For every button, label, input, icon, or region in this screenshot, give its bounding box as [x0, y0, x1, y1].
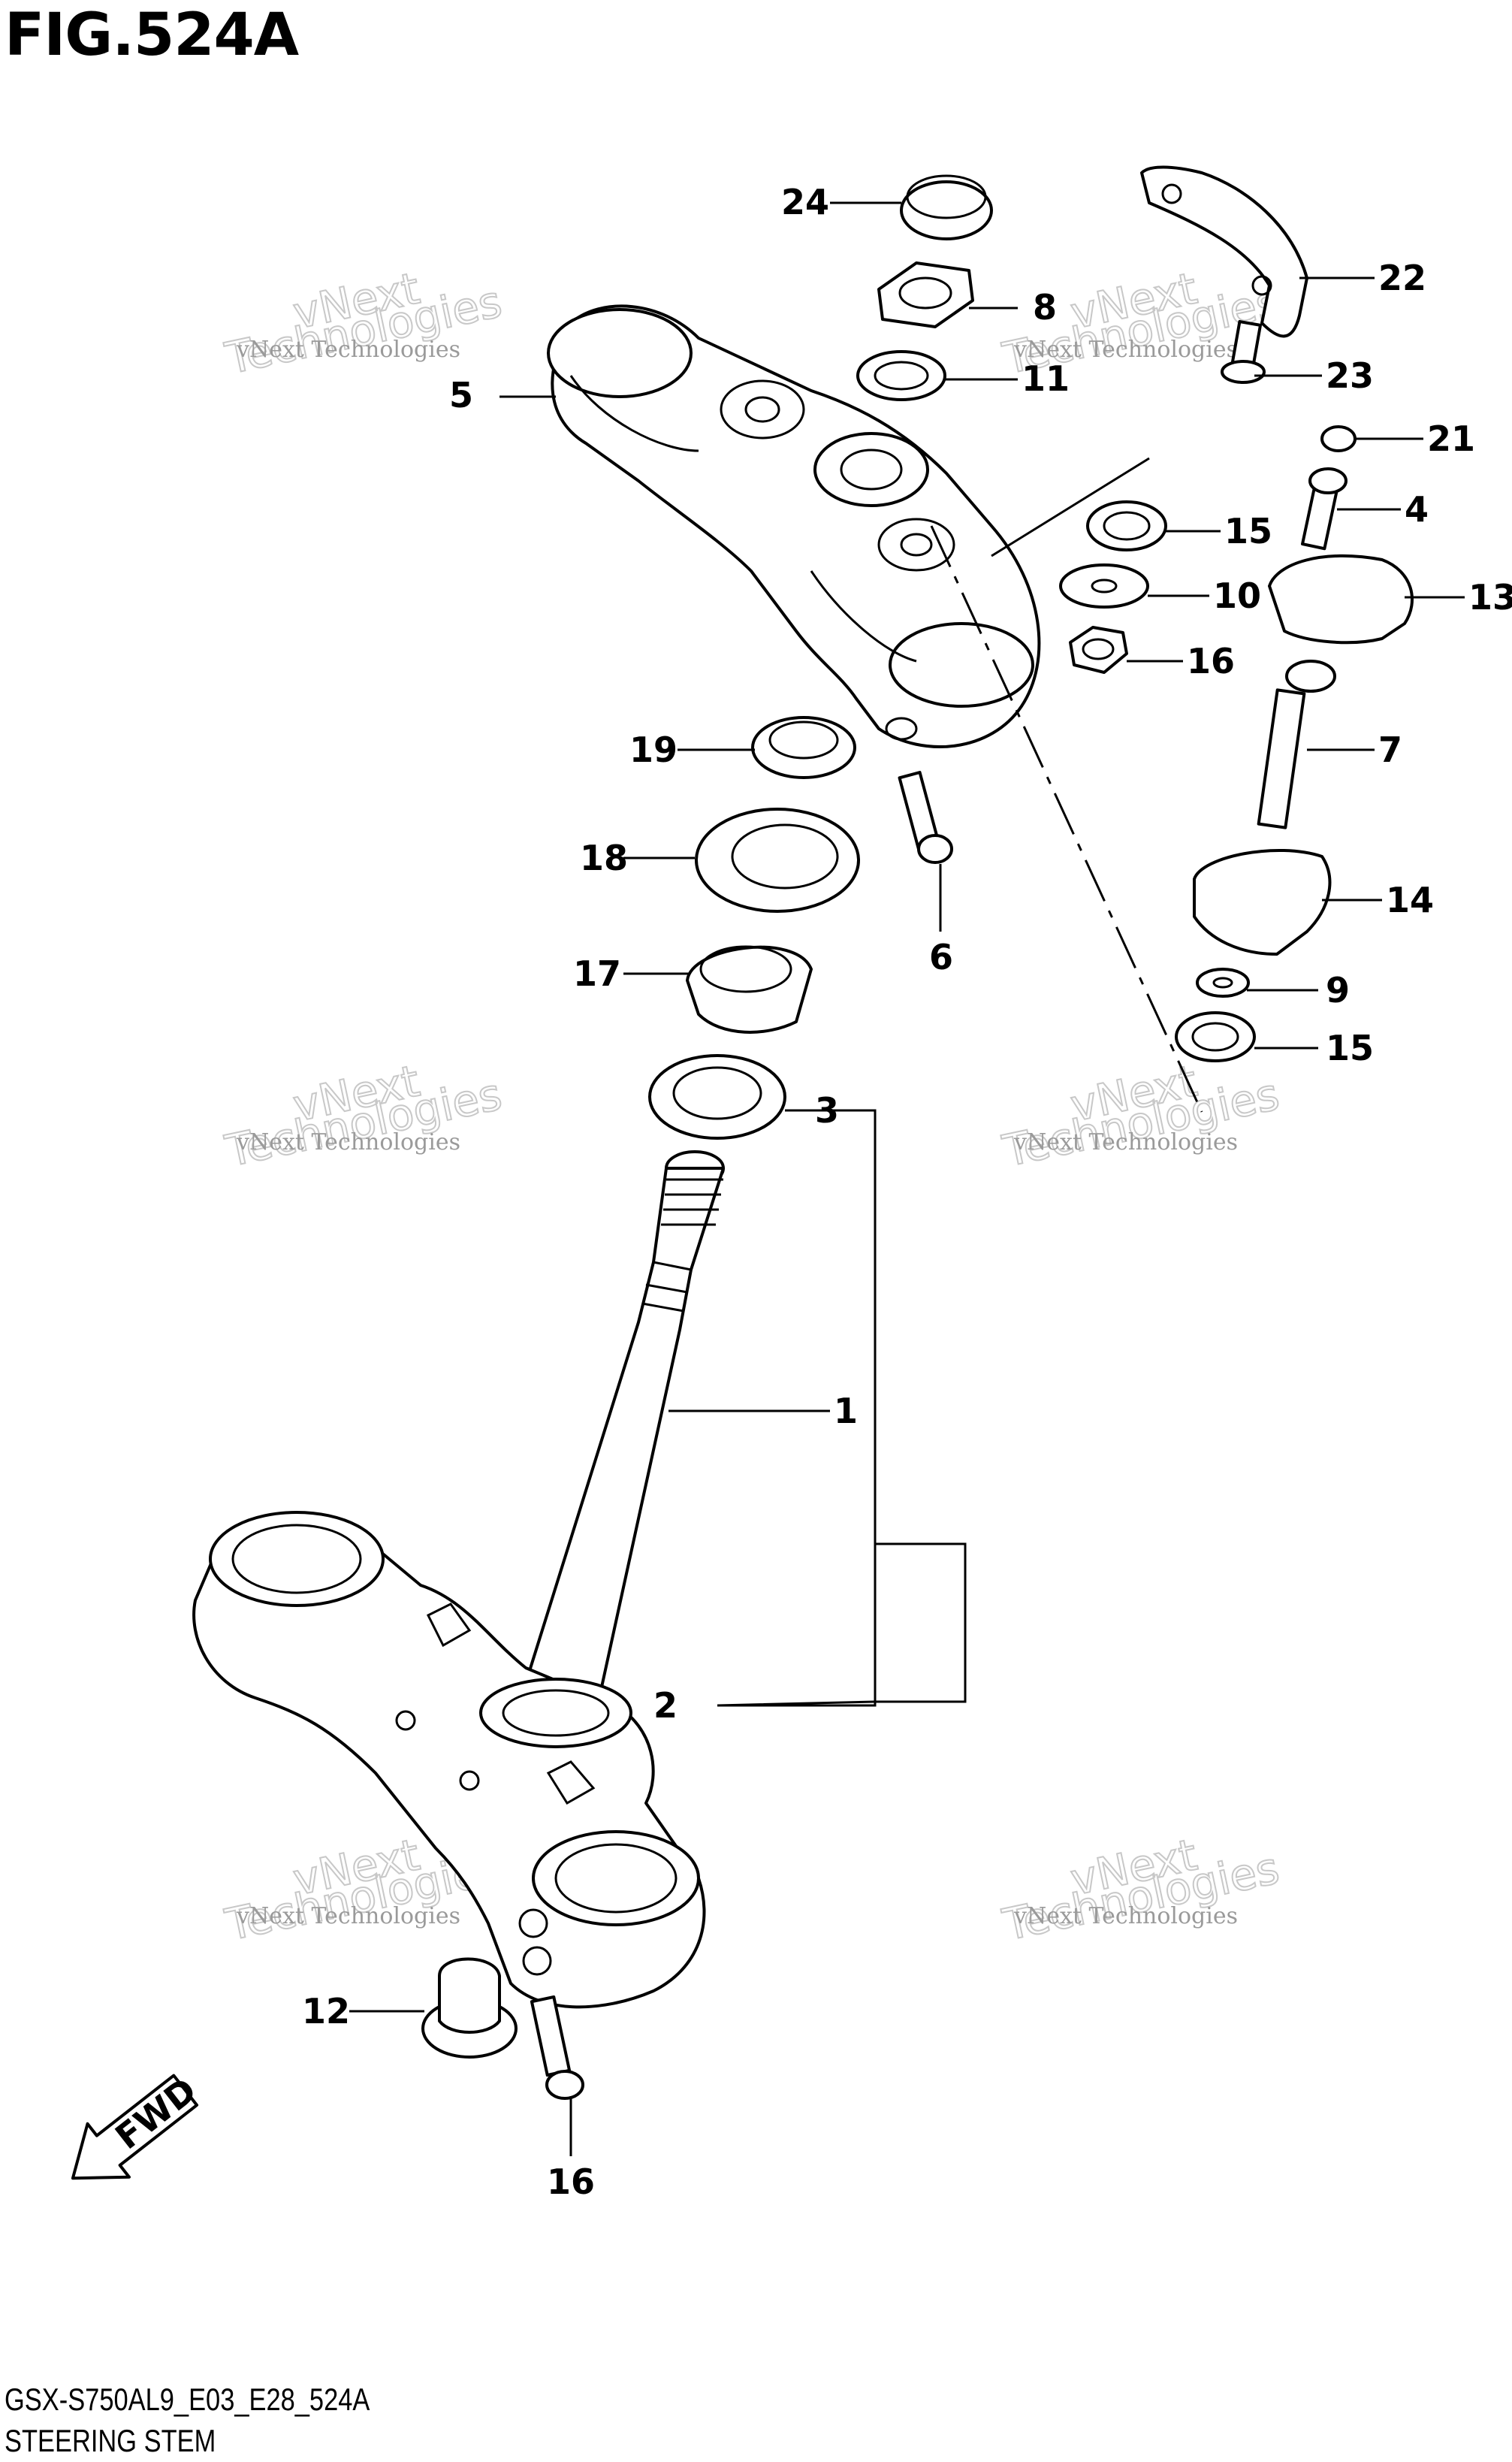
callout-15a: 15: [1224, 511, 1272, 551]
figure-name: STEERING STEM: [5, 2423, 216, 2458]
callout-12: 12: [302, 1991, 350, 2032]
callout-4: 4: [1405, 489, 1429, 530]
callout-10: 10: [1213, 575, 1261, 616]
figure-code: GSX-S750AL9_E03_E28_524A: [5, 2382, 370, 2417]
callout-17: 16: [547, 2161, 595, 2202]
lower-bracket-part: [192, 1511, 706, 2009]
svg-text:vNext Technologies: vNext Technologies: [236, 1129, 460, 1155]
callout-2: 2: [653, 1685, 678, 1726]
svg-text:vNext Technologies: vNext Technologies: [236, 337, 460, 363]
callout-11: 11: [1022, 358, 1070, 399]
svg-text:vNext Technologies: vNext Technologies: [236, 1903, 460, 1929]
watermark-6: Technologies vNext vNext Technologies: [997, 1829, 1284, 1952]
callout-18: 17: [573, 953, 621, 994]
callout-19: 18: [580, 838, 628, 878]
figure-title: FIG.524A: [5, 2, 299, 69]
callout-6: 6: [929, 937, 953, 977]
leader-lines: [349, 201, 1465, 2156]
svg-text:vNext Technologies: vNext Technologies: [1013, 1129, 1238, 1155]
callout-21: 21: [1427, 418, 1475, 459]
fwd-label: FWD: [107, 2070, 204, 2158]
small-parts: [421, 165, 1414, 2100]
callout-15b: 15: [1326, 1028, 1374, 1068]
callout-14: 14: [1386, 880, 1434, 920]
fwd-arrow: FWD: [71, 2070, 204, 2180]
callouts: 24 8 11 5 22 23 21 4 15 10 13 16 7 19 18…: [302, 182, 1512, 2202]
callout-9: 9: [1326, 970, 1350, 1010]
watermark-3: Technologies vNext vNext Technologies: [220, 1055, 507, 1178]
watermark-4: Technologies vNext vNext Technologies: [997, 1055, 1284, 1178]
callout-3: 3: [815, 1090, 839, 1131]
steering-stem-part: [524, 1150, 725, 1706]
svg-text:vNext Technologies: vNext Technologies: [1013, 1903, 1238, 1929]
callout-5: 5: [449, 375, 473, 415]
callout-24: 24: [781, 182, 829, 222]
upper-bracket-part: [547, 304, 1041, 748]
callout-8: 8: [1033, 287, 1057, 328]
callout-20: 19: [629, 730, 678, 770]
callout-16: 16: [1187, 641, 1235, 681]
callout-7: 7: [1378, 730, 1402, 770]
svg-text:vNext Technologies: vNext Technologies: [1013, 337, 1238, 363]
callout-23: 23: [1326, 355, 1374, 396]
callout-13: 13: [1468, 577, 1512, 618]
callout-1: 1: [834, 1391, 858, 1431]
callout-22: 22: [1378, 258, 1426, 298]
